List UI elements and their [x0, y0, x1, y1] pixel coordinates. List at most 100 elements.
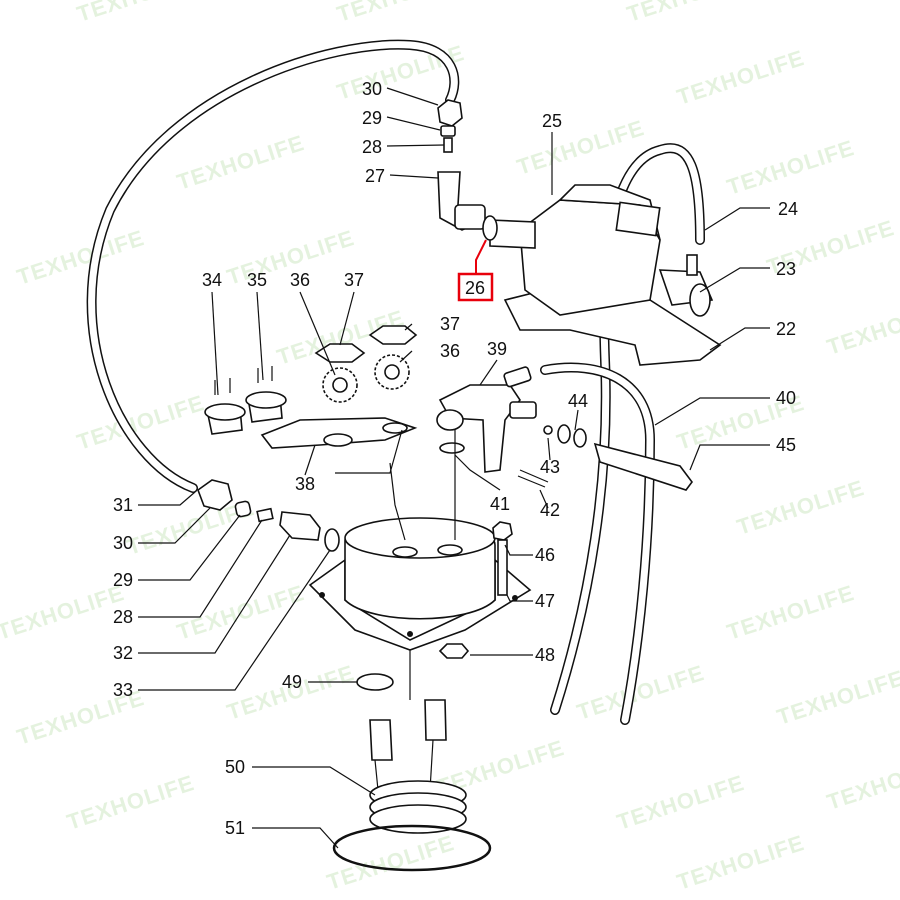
callout-47: 47 — [535, 591, 555, 611]
callout-30: 30 — [113, 533, 133, 553]
callout-24: 24 — [778, 199, 798, 219]
o-ring-33 — [324, 528, 340, 552]
nut-30 — [437, 99, 463, 127]
callout-38: 38 — [295, 474, 315, 494]
watermark-text: TEXHOLIFE — [824, 750, 900, 815]
pump-assembly — [489, 184, 722, 366]
boiler — [308, 517, 532, 651]
callout-28: 28 — [113, 607, 133, 627]
callout-labels: 30 29 28 27 25 24 23 22 34 35 36 37 37 3… — [113, 79, 798, 838]
pump-nipple — [686, 254, 698, 276]
callout-46: 46 — [535, 545, 555, 565]
valve-group — [436, 366, 693, 491]
watermark-text: TEXHOLIFE — [614, 770, 748, 835]
callout-51: 51 — [225, 818, 245, 838]
callout-43: 43 — [540, 457, 560, 477]
watermark-text: TEXHOLIFE — [674, 830, 808, 895]
union-nut — [454, 204, 486, 230]
callout-44: 44 — [568, 391, 588, 411]
gasket-51 — [332, 824, 492, 872]
callout-25: 25 — [542, 111, 562, 131]
callout-45: 45 — [776, 435, 796, 455]
top-fittings — [437, 99, 498, 241]
callout-42: 42 — [540, 500, 560, 520]
nut-37-right — [368, 325, 418, 345]
watermark-text: TEXHOLIFE — [174, 130, 308, 195]
pump-connector — [615, 201, 661, 237]
watermark-text: TEXHOLIFE — [674, 45, 808, 110]
hose-barb — [503, 366, 532, 388]
watermark-text: TEXHOLIFE — [574, 660, 708, 725]
callout-41: 41 — [490, 494, 510, 514]
probe-45 — [593, 442, 693, 491]
callout-29: 29 — [113, 570, 133, 590]
o-ring-26 — [482, 215, 498, 241]
callout-49: 49 — [282, 672, 302, 692]
watermark-text: TEXHOLIFE — [64, 770, 198, 835]
bolt-46-shank — [497, 539, 508, 596]
watermark-text: TEXHOLIFE — [0, 580, 128, 645]
gasket-49 — [356, 673, 394, 691]
watermark-text: TEXHOLIFE — [324, 830, 458, 895]
callout-31: 31 — [113, 495, 133, 515]
switch-34-flange — [204, 403, 246, 421]
callout-22: 22 — [776, 319, 796, 339]
watermark-text: TEXHOLIFE — [224, 660, 358, 725]
left-fittings — [197, 479, 340, 552]
callout-40: 40 — [776, 388, 796, 408]
highlight-box-26 — [457, 272, 494, 302]
callout-26: 26 — [465, 278, 485, 298]
fitting-32 — [279, 511, 321, 541]
callout-36: 36 — [290, 270, 310, 290]
o-ring-44a — [557, 424, 571, 444]
boiler-top — [344, 517, 496, 559]
callout-37: 37 — [344, 270, 364, 290]
callout-29: 29 — [362, 108, 382, 128]
watermark-text: TEXHOLIFE — [824, 295, 900, 360]
watermark-text: TEXHOLIFE — [724, 580, 858, 645]
watermark-text: TEXHOLIFE — [774, 665, 900, 730]
callout-27: 27 — [365, 166, 385, 186]
callout-39: 39 — [487, 339, 507, 359]
watermark-text: TEXHOLIFE — [14, 225, 148, 290]
callout-37: 37 — [440, 314, 460, 334]
callout-33: 33 — [113, 680, 133, 700]
ball-43 — [543, 425, 553, 435]
switch-35-flange — [245, 391, 287, 409]
valve-port — [436, 409, 464, 431]
callout-28: 28 — [362, 137, 382, 157]
callout-48: 48 — [535, 645, 555, 665]
callout-50: 50 — [225, 757, 245, 777]
pump-outlet-ring — [689, 283, 711, 317]
bolt-46-head — [492, 521, 513, 541]
ferrule-29-lower — [234, 500, 252, 518]
watermark-text: TEXHOLIFE — [724, 135, 858, 200]
leader-lines — [138, 87, 770, 849]
ferrule-28-lower — [256, 507, 274, 523]
o-ring-44b — [573, 428, 587, 448]
callout-32: 32 — [113, 643, 133, 663]
watermark-text: TEXHOLIFE — [734, 475, 868, 540]
ferrule-29 — [440, 125, 456, 137]
watermark-text: TEXHOLIFE — [74, 0, 208, 27]
valve-side-port — [509, 401, 537, 419]
callout-36: 36 — [440, 341, 460, 361]
hose-left-loop — [86, 39, 460, 493]
highlight-leader-26 — [475, 239, 487, 276]
callout-30: 30 — [362, 79, 382, 99]
callout-34: 34 — [202, 270, 222, 290]
bolt-group — [438, 521, 513, 659]
ferrule-28 — [443, 137, 453, 153]
heating-element-50 — [369, 699, 467, 834]
watermark-text: TEXHOLIFE — [334, 0, 468, 27]
tee-fitting-39 — [438, 384, 521, 473]
callout-23: 23 — [776, 259, 796, 279]
nut-30-lower — [197, 479, 233, 511]
o-ring-41 — [439, 442, 465, 454]
watermark-text: TEXHOLIFE — [624, 0, 758, 27]
nut-48 — [438, 643, 470, 659]
bracket-38 — [260, 417, 418, 449]
callout-35: 35 — [247, 270, 267, 290]
clip-42 — [517, 469, 549, 488]
